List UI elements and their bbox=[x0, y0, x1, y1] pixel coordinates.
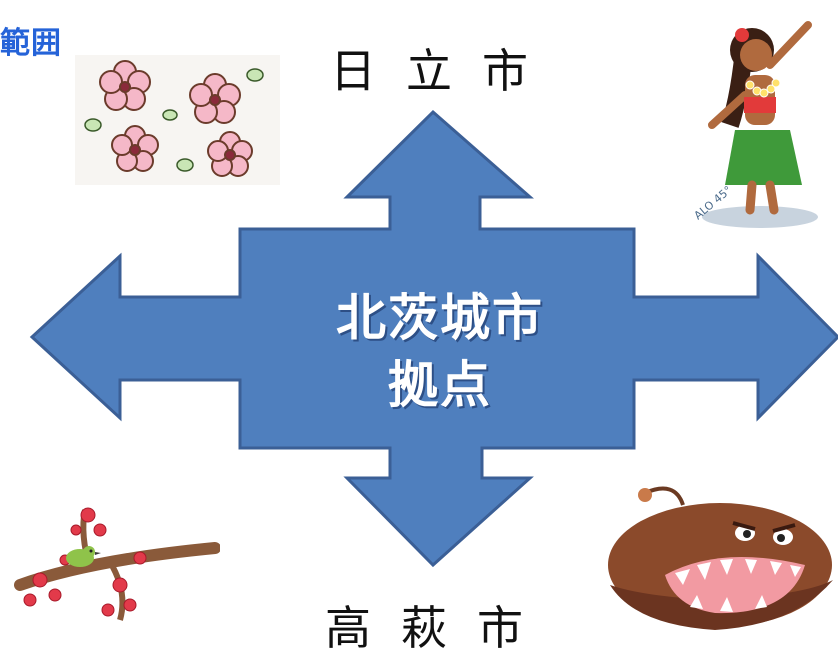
corner-label: 範囲 bbox=[0, 26, 62, 61]
hub-subtitle: 拠点 bbox=[388, 356, 492, 414]
four-way-arrow bbox=[29, 109, 838, 568]
plum-branch-with-bird-icon bbox=[14, 507, 220, 621]
hub-title: 北茨城市 bbox=[336, 289, 544, 347]
bottom-city-label: 高萩市 bbox=[325, 601, 553, 655]
four-way-arrow-shape bbox=[29, 109, 838, 568]
anglerfish-icon bbox=[608, 486, 833, 630]
plum-blossoms-icon bbox=[75, 55, 280, 185]
hula-dancer-icon: ALO 45° bbox=[692, 21, 818, 228]
top-city-label: 日立市 bbox=[330, 44, 558, 98]
